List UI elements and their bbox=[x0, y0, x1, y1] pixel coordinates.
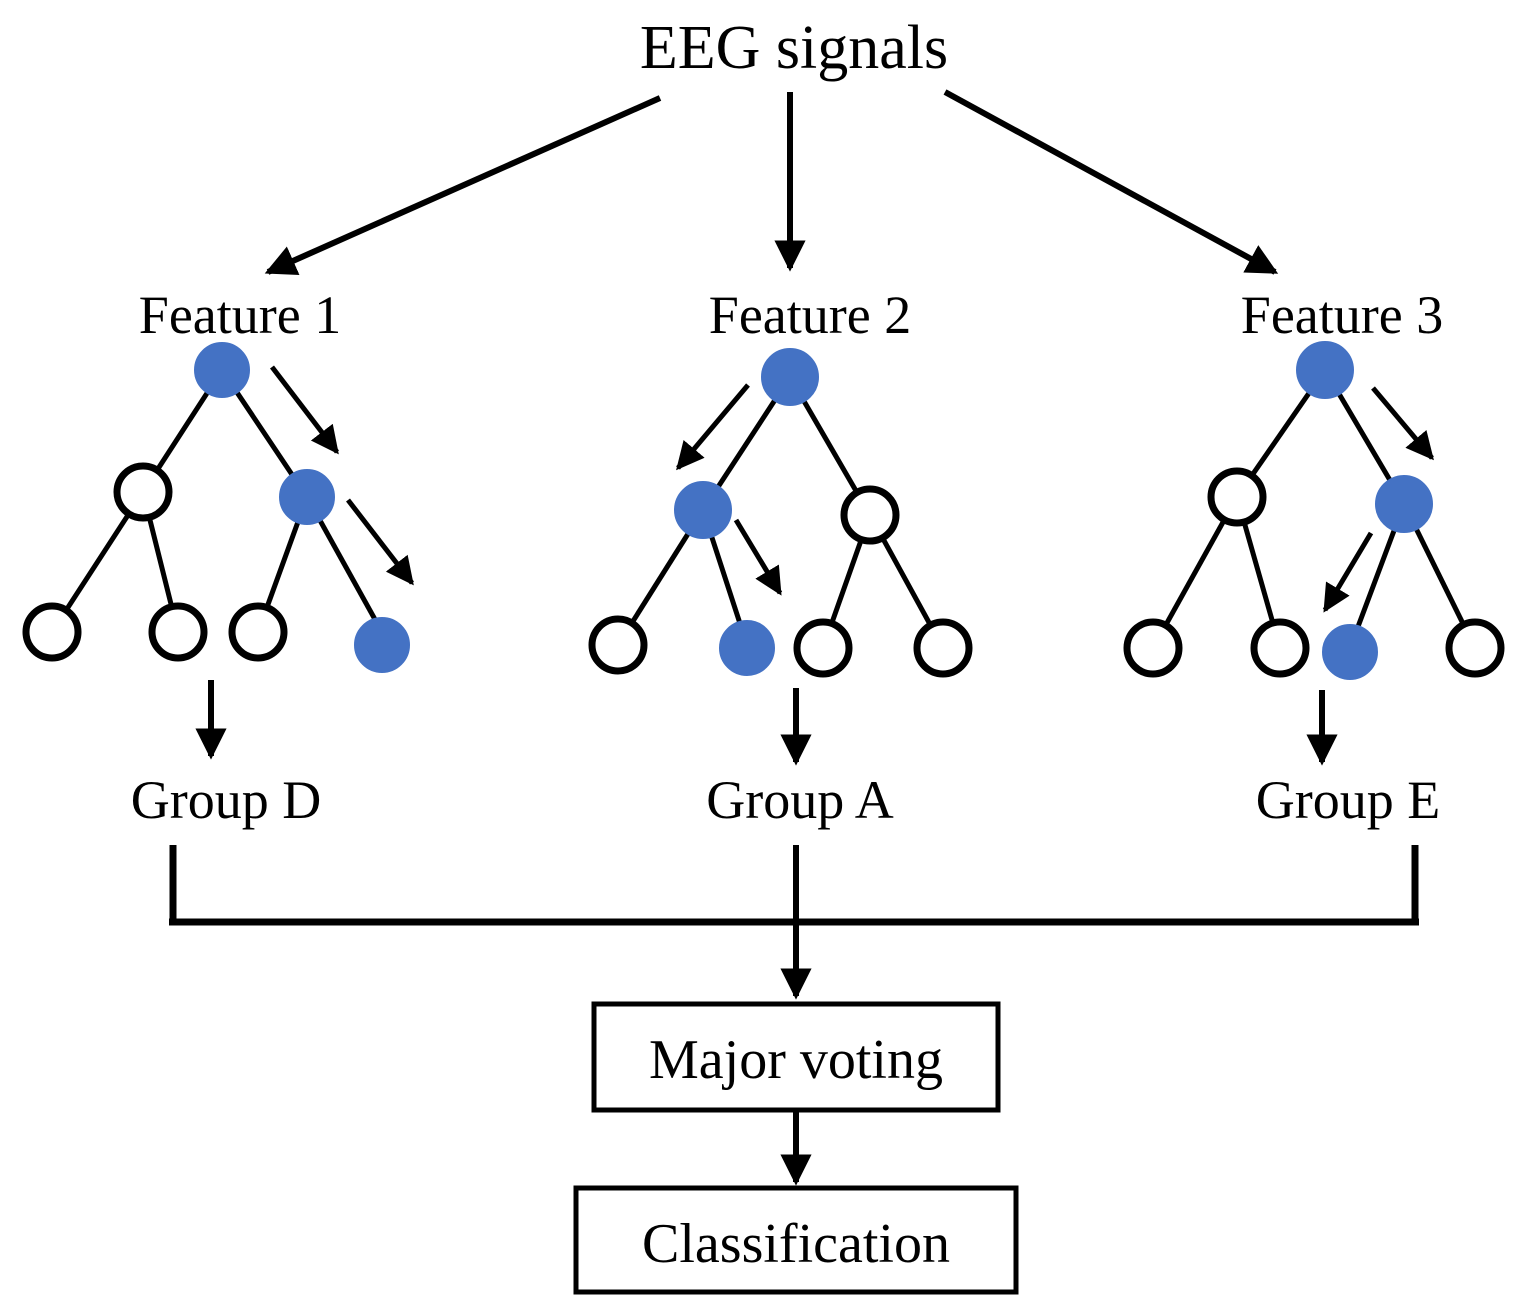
tree1-leaf-1 bbox=[22, 602, 82, 662]
tree2-leaf-1 bbox=[588, 615, 648, 675]
tree1-leaf-4 bbox=[354, 617, 410, 673]
tree-3 bbox=[1123, 341, 1505, 680]
tree-1 bbox=[22, 342, 414, 673]
tree1-node-root bbox=[194, 342, 250, 398]
tree3-leaf-1 bbox=[1123, 618, 1183, 678]
tree2-path-arrow-1 bbox=[676, 383, 750, 471]
tree3-node-root bbox=[1296, 341, 1354, 399]
tree2-node-level2-left bbox=[674, 481, 732, 539]
tree1-path-arrow-2 bbox=[346, 498, 414, 586]
tree3-path-arrow-1 bbox=[1371, 386, 1434, 461]
tree1-leaf-2 bbox=[148, 602, 208, 662]
group-e-label: Group E bbox=[1256, 770, 1440, 830]
tree2-leaf-4 bbox=[913, 618, 973, 678]
major-voting-label: Major voting bbox=[649, 1029, 943, 1091]
eeg-to-features-arrows bbox=[264, 89, 1279, 276]
tree-2 bbox=[588, 348, 973, 678]
tree1-node-level2-right bbox=[279, 469, 335, 525]
major-voting-box[interactable] bbox=[591, 1001, 1001, 1113]
tree2-path-arrow-2 bbox=[733, 518, 783, 596]
classification-label: Classification bbox=[642, 1213, 950, 1275]
arrow-eeg-to-feature3 bbox=[943, 89, 1279, 275]
tree1-leaf-3 bbox=[228, 602, 288, 662]
tree1-path-arrow-1 bbox=[270, 365, 339, 455]
tree2-leaf-3 bbox=[793, 618, 853, 678]
tree3-node-level2-left bbox=[1207, 467, 1267, 527]
tree3-leaf-4 bbox=[1445, 618, 1505, 678]
tree3-path-arrow-2 bbox=[1322, 531, 1374, 613]
tree3-node-level2-right bbox=[1375, 475, 1433, 533]
page-title: EEG signals bbox=[640, 14, 948, 82]
classification-box[interactable] bbox=[573, 1185, 1019, 1295]
arrow-eeg-to-feature1 bbox=[264, 95, 662, 276]
feature-2-label: Feature 2 bbox=[709, 285, 911, 345]
tree1-node-level2-left bbox=[113, 462, 173, 522]
tree3-leaf-3 bbox=[1322, 624, 1378, 680]
group-d-label: Group D bbox=[131, 770, 321, 830]
feature-1-label: Feature 1 bbox=[139, 285, 341, 345]
tree2-node-root bbox=[761, 348, 819, 406]
group-a-label: Group A bbox=[706, 770, 894, 830]
tree2-leaf-2 bbox=[719, 620, 775, 676]
feature-3-label: Feature 3 bbox=[1241, 285, 1443, 345]
tree2-node-level2-right bbox=[840, 485, 900, 545]
tree3-leaf-2 bbox=[1250, 618, 1310, 678]
